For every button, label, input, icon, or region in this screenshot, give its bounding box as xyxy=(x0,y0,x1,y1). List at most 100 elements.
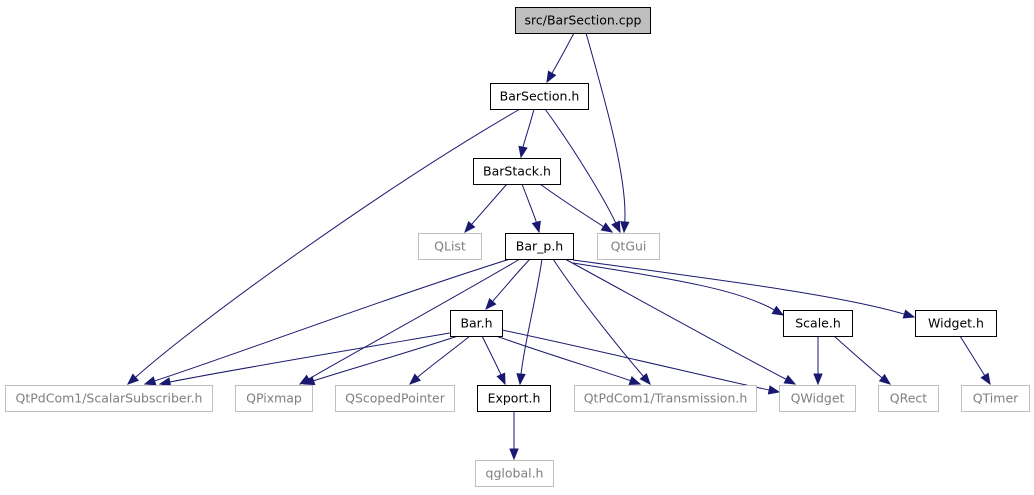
node-label: QList xyxy=(434,239,466,254)
arrowhead-icon xyxy=(143,376,157,386)
node-bar-p-h[interactable]: Bar_p.h xyxy=(505,233,574,260)
node-label: QTimer xyxy=(973,391,1019,406)
node-box xyxy=(490,83,589,110)
node-box xyxy=(779,385,856,412)
node-box xyxy=(418,233,482,260)
node-box xyxy=(475,460,554,487)
arrowhead-icon xyxy=(516,373,526,386)
edge-line xyxy=(153,258,511,382)
node-scale-h[interactable]: Scale.h xyxy=(783,310,853,337)
edge-line xyxy=(312,335,459,382)
edge-line xyxy=(564,258,788,381)
edge-barsection_h-to-barstack_h xyxy=(518,108,535,159)
edges-layer xyxy=(126,32,991,461)
edge-line xyxy=(585,32,626,224)
node-qtimer: QTimer xyxy=(961,385,1030,412)
node-label: Export.h xyxy=(488,391,541,406)
arrowhead-icon xyxy=(771,305,785,316)
node-box xyxy=(574,385,757,412)
edge-line xyxy=(959,335,986,377)
edge-barsection_h-to-qtgui xyxy=(544,108,621,234)
edge-line xyxy=(522,108,535,149)
node-box xyxy=(878,385,939,412)
edge-line xyxy=(481,335,502,376)
arrowhead-icon xyxy=(767,385,781,395)
node-label: qglobal.h xyxy=(486,466,544,481)
node-label: BarStack.h xyxy=(483,164,551,179)
arrowhead-icon xyxy=(509,448,519,461)
edge-barsection_h-to-scalarsubscriber_h xyxy=(126,108,521,385)
node-label: QtGui xyxy=(611,239,647,254)
edge-line xyxy=(572,259,906,315)
edge-bar_p_h-to-transmission_h xyxy=(552,258,651,386)
edge-scale_h-to-qwidget xyxy=(813,336,823,386)
edge-widget_h-to-qtimer xyxy=(959,335,991,386)
node-qscopedpointer: QScopedPointer xyxy=(335,385,455,412)
arrowhead-icon xyxy=(518,145,528,159)
arrowhead-icon xyxy=(902,309,916,319)
edge-bar_h-to-qscopedpointer xyxy=(408,335,471,385)
edge-bar_h-to-export_h xyxy=(481,335,506,386)
arrowhead-icon xyxy=(485,297,497,311)
node-root: src/BarSection.cpp xyxy=(515,7,651,34)
edge-barstack_h-to-qlist xyxy=(464,183,508,234)
edge-bar_h-to-scalarsubscriber_h xyxy=(158,332,451,387)
edge-line xyxy=(495,335,632,382)
node-transmission-h: QtPdCom1/Transmission.h xyxy=(574,385,757,412)
edge-scale_h-to-qrect xyxy=(833,335,892,385)
node-barstack-h[interactable]: BarStack.h xyxy=(473,158,561,185)
arrowhead-icon xyxy=(546,70,557,84)
node-export-h[interactable]: Export.h xyxy=(477,385,551,412)
node-box xyxy=(5,385,213,412)
node-label: Bar.h xyxy=(460,316,492,331)
node-box xyxy=(335,385,455,412)
arrowhead-icon xyxy=(980,372,991,386)
edge-line xyxy=(307,258,521,380)
arrowhead-icon xyxy=(464,220,476,234)
arrowhead-icon xyxy=(408,373,421,385)
node-box xyxy=(783,310,853,337)
arrowhead-icon xyxy=(620,221,630,234)
node-label: BarSection.h xyxy=(500,89,580,104)
edge-line xyxy=(470,183,508,226)
edge-bar_p_h-to-scalarsubscriber_h xyxy=(143,258,511,386)
edge-bar_p_h-to-scale_h xyxy=(572,262,785,316)
edge-bar_h-to-qpixmap xyxy=(302,335,459,386)
edge-root-to-barsection_h xyxy=(546,32,575,84)
edge-barstack_h-to-bar_p_h xyxy=(521,183,541,234)
node-widget-h[interactable]: Widget.h xyxy=(915,310,997,337)
node-label: src/BarSection.cpp xyxy=(525,13,642,28)
node-box xyxy=(961,385,1030,412)
node-box xyxy=(235,385,313,412)
edge-bar_h-to-transmission_h xyxy=(495,335,642,386)
node-bar-h[interactable]: Bar.h xyxy=(450,310,503,337)
node-label: QtPdCom1/ScalarSubscriber.h xyxy=(16,391,203,406)
edge-line xyxy=(833,335,884,379)
edge-bar_p_h-to-qwidget xyxy=(564,258,797,385)
edge-line xyxy=(521,183,538,224)
node-box xyxy=(915,310,997,337)
node-box xyxy=(477,385,551,412)
edge-line xyxy=(539,183,605,228)
edge-bar_p_h-to-bar_h xyxy=(485,258,531,311)
node-qrect: QRect xyxy=(878,385,939,412)
node-qwidget: QWidget xyxy=(779,385,856,412)
node-barsection-h[interactable]: BarSection.h xyxy=(490,83,589,110)
edge-line xyxy=(134,108,521,379)
node-box xyxy=(473,158,561,185)
node-label: Scale.h xyxy=(795,316,841,331)
edge-bar_p_h-to-widget_h xyxy=(572,259,916,319)
node-box xyxy=(505,233,574,260)
edge-line xyxy=(551,32,575,75)
node-label: QWidget xyxy=(791,391,845,406)
edge-line xyxy=(552,258,645,378)
arrowhead-icon xyxy=(496,372,506,386)
edge-line xyxy=(168,332,451,383)
arrowhead-icon xyxy=(783,374,797,385)
edge-line xyxy=(416,335,471,379)
edge-bar_p_h-to-export_h xyxy=(516,258,543,386)
arrowhead-icon xyxy=(600,222,614,233)
edge-line xyxy=(491,258,531,303)
edge-root-to-qtgui xyxy=(585,32,630,234)
node-box xyxy=(597,233,660,260)
